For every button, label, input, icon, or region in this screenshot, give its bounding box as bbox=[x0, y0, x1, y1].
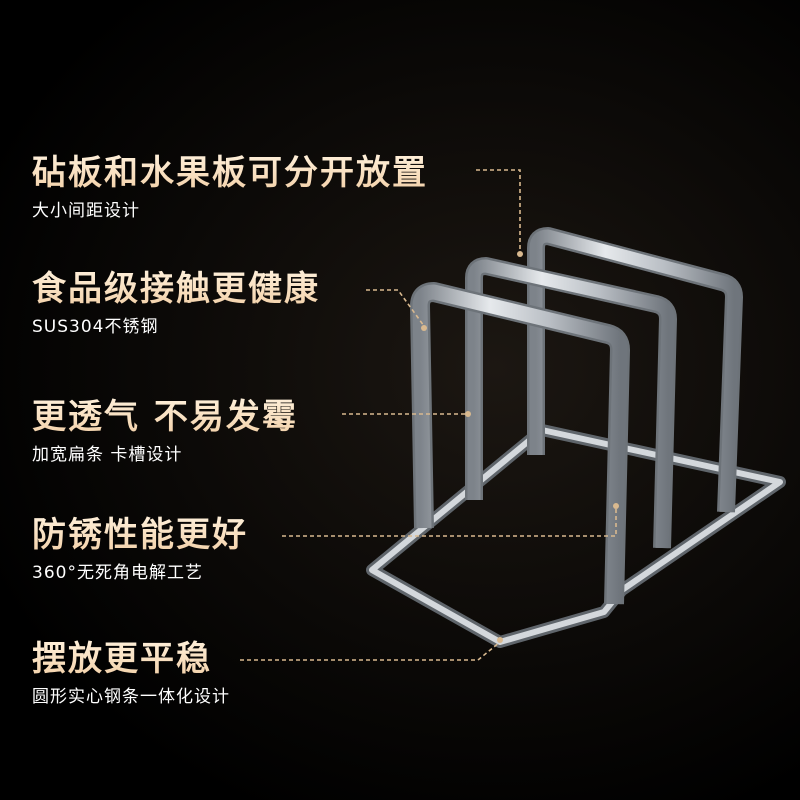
rack-front-rail bbox=[410, 282, 630, 605]
feature-subtitle: 加宽扁条 卡槽设计 bbox=[32, 445, 183, 465]
leader-line-2 bbox=[366, 289, 425, 327]
feature-stable: 摆放更平稳 圆形实心钢条一体化设计 bbox=[32, 638, 230, 708]
leader-dot-3 bbox=[465, 411, 471, 417]
leader-dot-4 bbox=[613, 503, 619, 509]
feature-separate-boards: 砧板和水果板可分开放置 大小间距设计 bbox=[32, 152, 428, 222]
feature-subtitle: SUS304不锈钢 bbox=[32, 317, 159, 337]
leader-dot-2 bbox=[421, 325, 427, 331]
feature-title: 砧板和水果板可分开放置 bbox=[32, 153, 428, 193]
feature-title: 防锈性能更好 bbox=[32, 515, 248, 555]
feature-subtitle: 大小间距设计 bbox=[32, 201, 140, 221]
feature-title: 食品级接触更健康 bbox=[32, 269, 320, 309]
feature-subtitle: 圆形实心钢条一体化设计 bbox=[32, 687, 230, 707]
feature-title: 更透气 不易发霉 bbox=[32, 397, 298, 437]
leader-dot-1 bbox=[517, 251, 523, 257]
leader-dot-5 bbox=[497, 637, 503, 643]
feature-rust-resistant: 防锈性能更好 360°无死角电解工艺 bbox=[32, 514, 248, 584]
leader-line-1 bbox=[476, 169, 521, 252]
feature-food-grade: 食品级接触更健康 SUS304不锈钢 bbox=[32, 268, 320, 338]
feature-breathable: 更透气 不易发霉 加宽扁条 卡槽设计 bbox=[32, 396, 298, 466]
feature-subtitle: 360°无死角电解工艺 bbox=[32, 563, 203, 583]
feature-title: 摆放更平稳 bbox=[32, 638, 230, 680]
rack-middle-rail bbox=[465, 257, 677, 549]
leader-line-4 bbox=[282, 508, 617, 537]
leader-line-5 bbox=[240, 641, 501, 661]
leader-lines bbox=[240, 169, 619, 661]
rack-back-rail bbox=[527, 227, 743, 513]
